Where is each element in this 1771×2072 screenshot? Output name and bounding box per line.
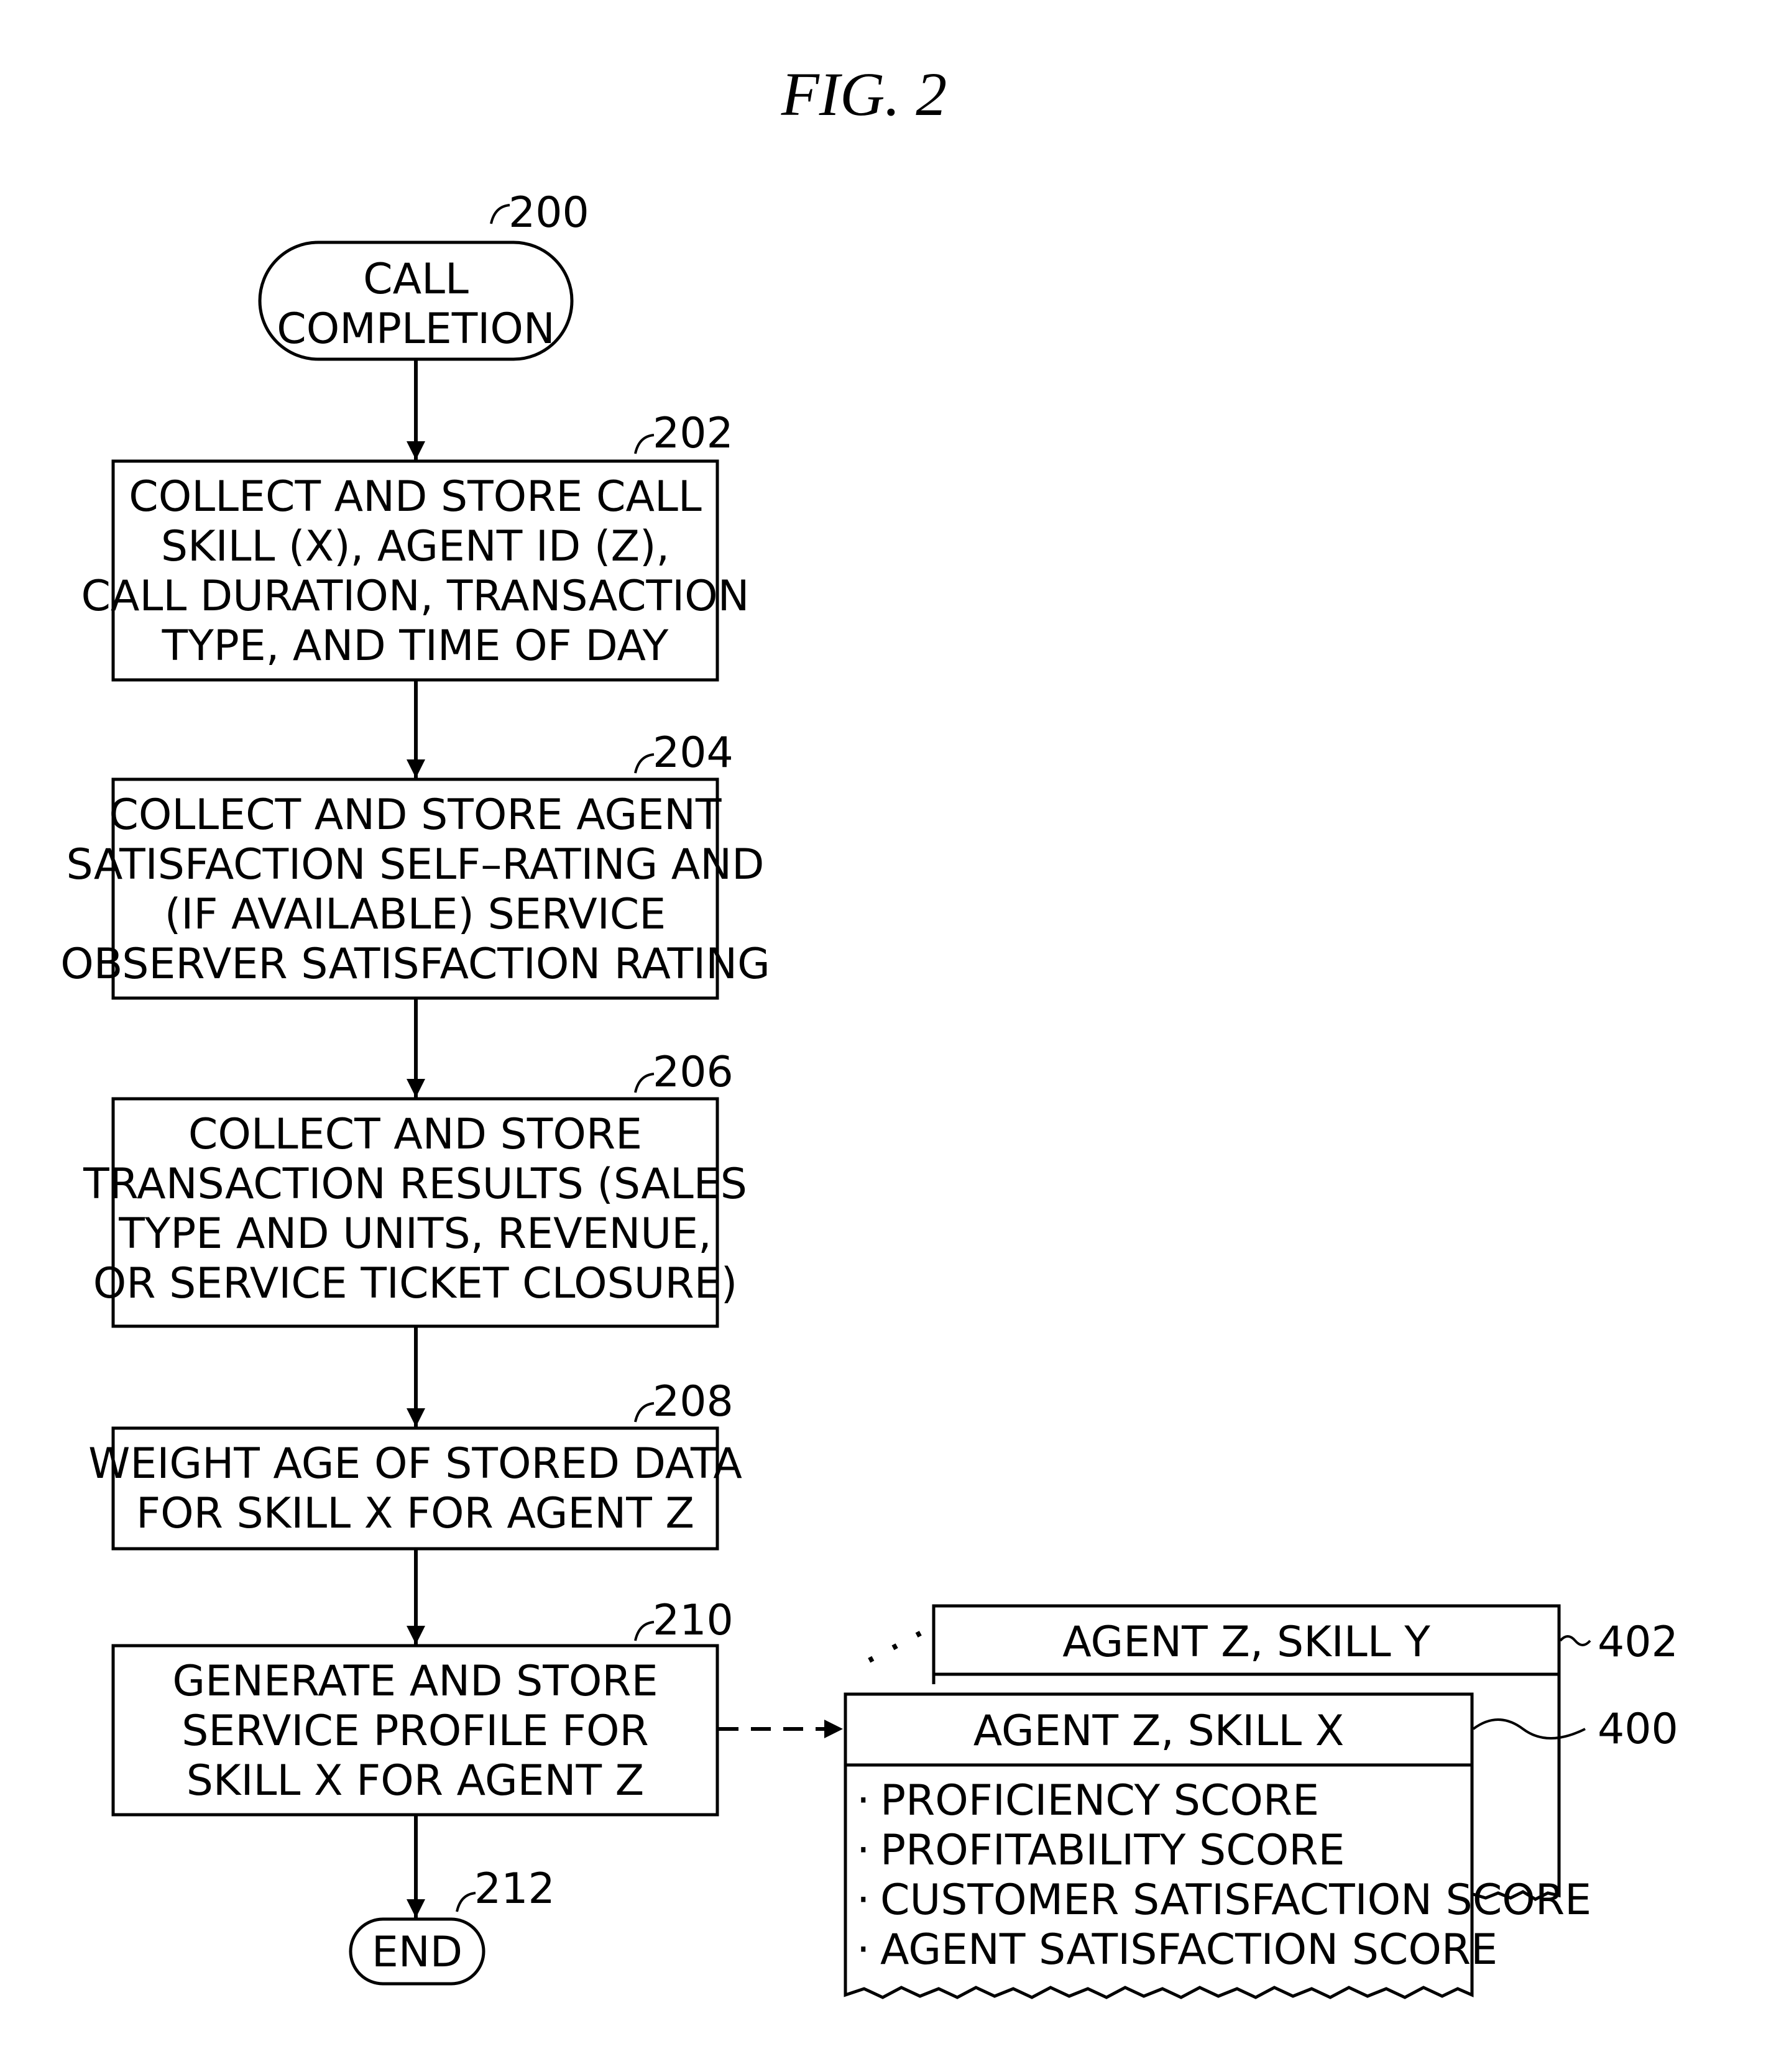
ref-210: 210: [653, 1596, 734, 1645]
step-208-line-2: FOR SKILL X FOR AGENT Z: [136, 1489, 694, 1538]
step-210-line-3: SKILL X FOR AGENT Z: [186, 1756, 644, 1805]
step-202-line-2: SKILL (X), AGENT ID (Z),: [161, 522, 669, 571]
profile-400-title: AGENT Z, SKILL X: [973, 1707, 1345, 1756]
ref-206: 206: [653, 1048, 734, 1097]
ref-leader-202: [635, 435, 654, 454]
process-box-202: COLLECT AND STORE CALL SKILL (X), AGENT …: [81, 461, 749, 680]
profile-400-item-1: PROFICIENCY SCORE: [880, 1776, 1319, 1825]
profile-card-400: AGENT Z, SKILL X · PROFICIENCY SCORE · P…: [845, 1694, 1591, 1997]
profile-400-item-3: CUSTOMER SATISFACTION SCORE: [880, 1876, 1591, 1925]
step-210-line-2: SERVICE PROFILE FOR: [182, 1707, 649, 1756]
ref-leader-204: [635, 754, 654, 773]
profile-400-item-2: PROFITABILITY SCORE: [880, 1826, 1345, 1875]
ref-leader-206: [635, 1074, 654, 1093]
process-box-210: GENERATE AND STORE SERVICE PROFILE FOR S…: [113, 1646, 717, 1815]
ref-leader-400: [1473, 1720, 1585, 1738]
ref-400: 400: [1598, 1705, 1678, 1754]
step-206-line-4: OR SERVICE TICKET CLOSURE): [93, 1259, 738, 1308]
start-terminal-line-2: COMPLETION: [277, 305, 555, 354]
start-terminal: CALL COMPLETION: [260, 242, 572, 359]
step-204-line-2: SATISFACTION SELF–RATING AND: [66, 840, 764, 889]
ref-204: 204: [653, 728, 734, 777]
ref-leader-210: [635, 1622, 654, 1641]
process-box-204: COLLECT AND STORE AGENT SATISFACTION SEL…: [60, 779, 770, 998]
profile-400-bullet-3: ·: [857, 1876, 870, 1925]
start-terminal-line-1: CALL: [363, 255, 469, 304]
ref-200: 200: [508, 188, 589, 237]
step-204-line-4: OBSERVER SATISFACTION RATING: [60, 940, 770, 989]
step-202-line-1: COLLECT AND STORE CALL: [129, 472, 702, 521]
process-box-206: COLLECT AND STORE TRANSACTION RESULTS (S…: [83, 1099, 747, 1326]
step-208-line-1: WEIGHT AGE OF STORED DATA: [88, 1439, 742, 1488]
ref-202: 202: [653, 409, 734, 458]
step-210-line-1: GENERATE AND STORE: [172, 1657, 658, 1706]
ref-leader-208: [635, 1403, 654, 1422]
ref-402: 402: [1598, 1618, 1678, 1667]
end-terminal: END: [351, 1919, 484, 1984]
step-206-line-3: TYPE AND UNITS, REVENUE,: [118, 1209, 712, 1258]
profile-400-bullet-2: ·: [857, 1826, 870, 1875]
step-202-line-3: CALL DURATION, TRANSACTION: [81, 572, 749, 621]
stack-ellipsis: · · ·: [854, 1610, 937, 1684]
ref-leader-200: [491, 205, 510, 224]
step-206-line-1: COLLECT AND STORE: [188, 1110, 642, 1159]
profile-400-item-4: AGENT SATISFACTION SCORE: [880, 1925, 1497, 1974]
step-202-line-4: TYPE, AND TIME OF DAY: [162, 621, 669, 671]
profile-400-bullet-1: ·: [857, 1776, 870, 1825]
ref-212: 212: [474, 1864, 555, 1914]
process-box-208: WEIGHT AGE OF STORED DATA FOR SKILL X FO…: [88, 1428, 742, 1549]
ref-leader-402: [1560, 1636, 1590, 1645]
profile-400-bullet-4: ·: [857, 1925, 870, 1974]
step-204-line-1: COLLECT AND STORE AGENT: [109, 791, 722, 840]
ref-leader-212: [457, 1893, 476, 1912]
step-206-line-2: TRANSACTION RESULTS (SALES: [83, 1160, 747, 1209]
step-204-line-3: (IF AVAILABLE) SERVICE: [165, 890, 666, 939]
end-terminal-label: END: [372, 1928, 462, 1977]
figure-title: FIG. 2: [781, 60, 947, 129]
profile-402-title: AGENT Z, SKILL Y: [1062, 1618, 1430, 1667]
ref-208: 208: [653, 1377, 734, 1426]
